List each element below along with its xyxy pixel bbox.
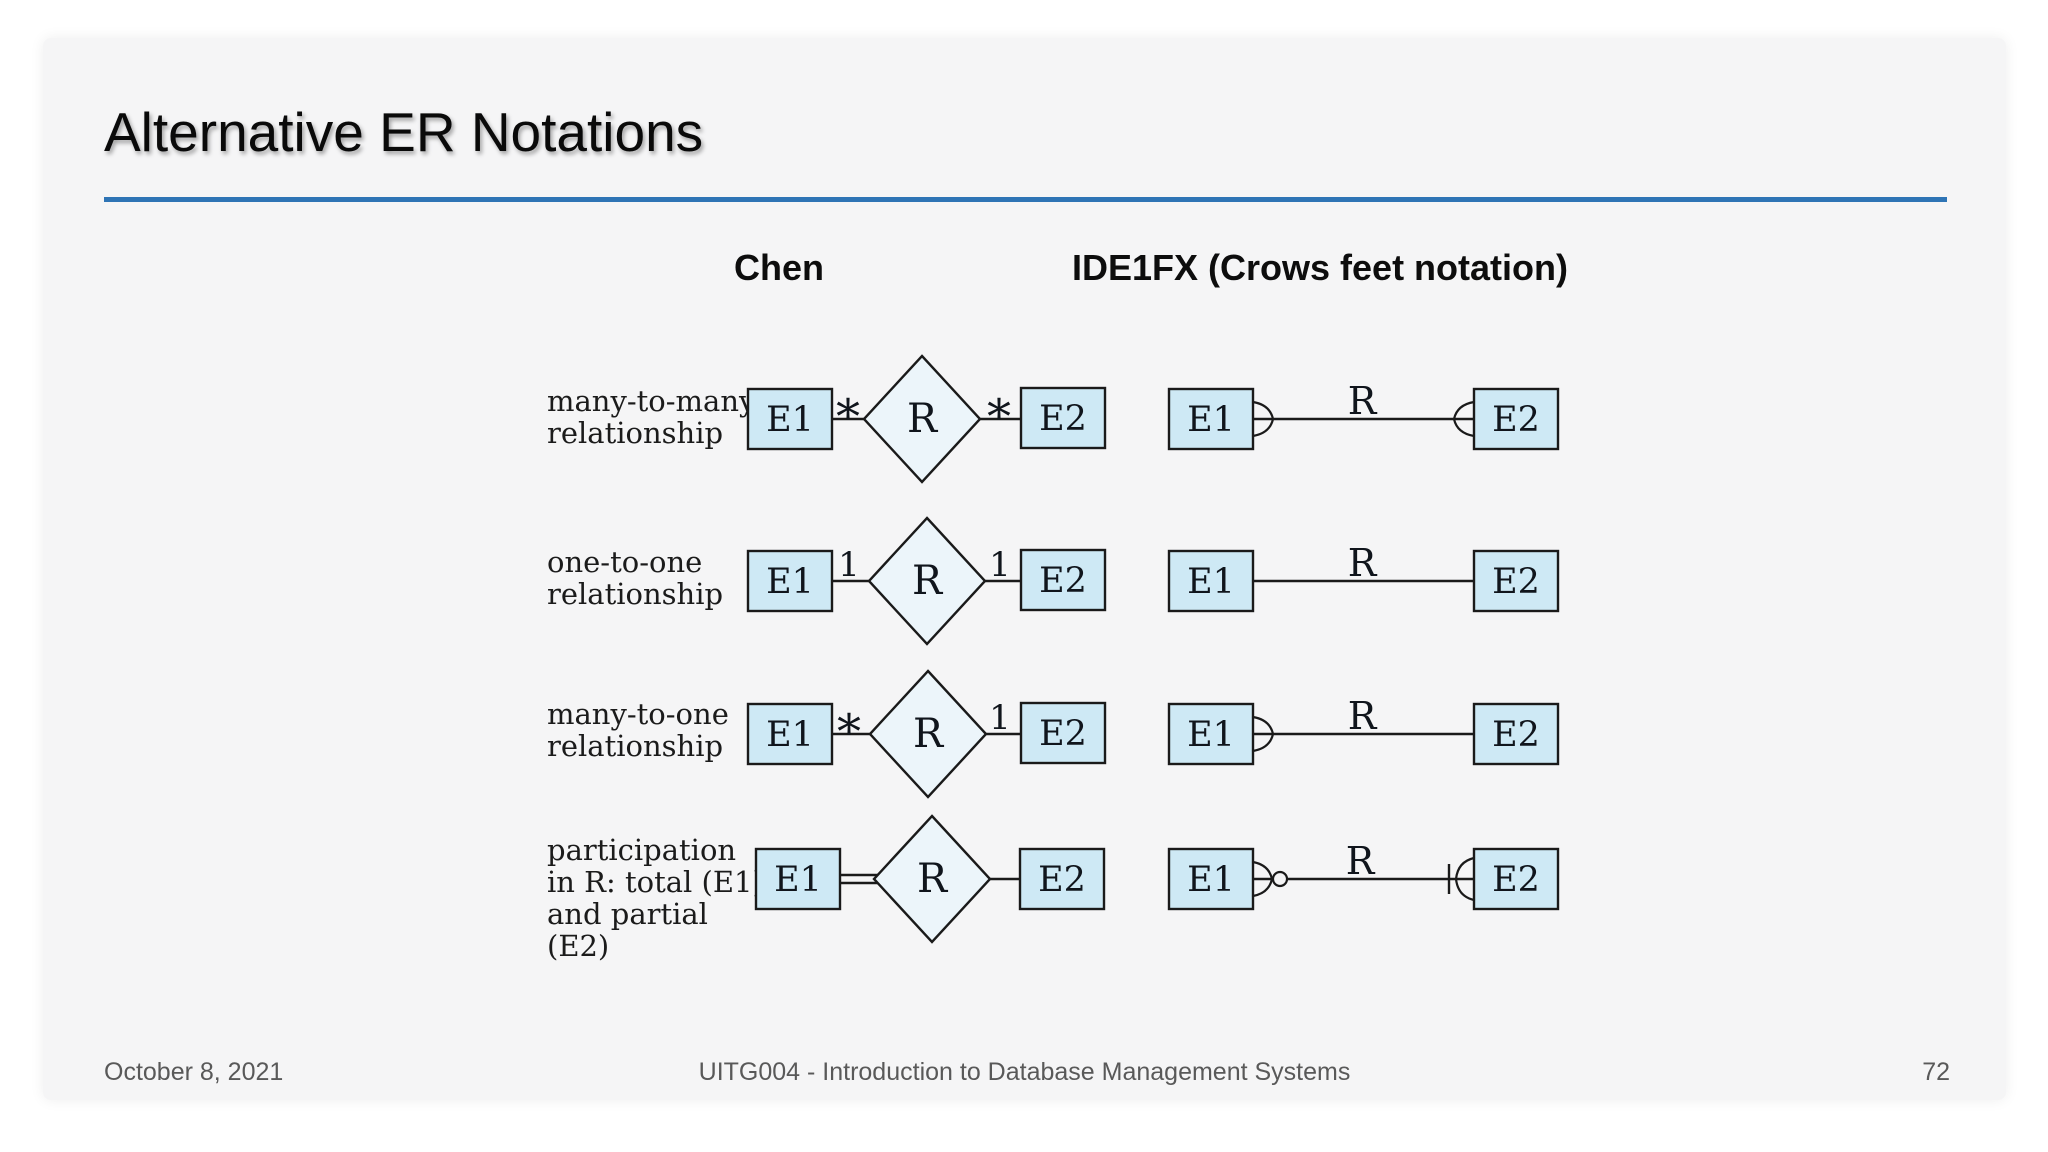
entity-box [1167, 549, 1255, 613]
entity-label: E2 [1039, 561, 1087, 601]
relation-label: R [907, 396, 939, 442]
entity-label: E2 [1492, 715, 1540, 755]
crow-foot-icon [1251, 732, 1275, 753]
crow-foot-icon [1452, 400, 1476, 421]
row-label-many-to-many: many-to-many relationship [547, 384, 756, 450]
relationship-diamond [862, 354, 982, 484]
entity-label: E2 [1038, 860, 1086, 900]
relation-label: R [1348, 694, 1378, 738]
entity-box [1472, 387, 1560, 451]
row-label-many-to-one: many-to-one relationship [547, 697, 729, 763]
entity-label: E1 [1187, 562, 1235, 602]
entity-box [1472, 847, 1560, 911]
entity-label: E1 [766, 562, 814, 602]
entity-label: E1 [766, 400, 814, 440]
crow-foot-icon [1251, 417, 1275, 438]
cardinality-label: 1 [989, 545, 1011, 585]
crow-foot-icon [1251, 860, 1274, 881]
relation-label: R [1348, 541, 1378, 585]
relationship-diamond [868, 669, 988, 799]
entity-label: E1 [774, 860, 822, 900]
entity-label: E1 [1187, 715, 1235, 755]
entity-label: E2 [1492, 562, 1540, 602]
row-many-to-one: E1 R E2 * 1 E1 E2 R [746, 669, 1560, 799]
cardinality-label: * [836, 389, 860, 445]
slide-title: Alternative ER Notations [104, 101, 704, 163]
relationship-diamond [872, 814, 992, 944]
crow-foot-icon [1251, 400, 1275, 421]
row-label-participation: participation in R: total (E1) and parti… [547, 833, 764, 963]
relation-label: R [1348, 379, 1378, 423]
row-one-to-one: E1 R E2 1 1 E1 E2 R [746, 516, 1560, 646]
entity-box [746, 387, 834, 451]
entity-box [1167, 702, 1255, 766]
entity-box [1167, 387, 1255, 451]
crow-foot-icon [1454, 856, 1476, 881]
cardinality-label: 1 [989, 698, 1011, 738]
row-label-one-to-one: one-to-one relationship [547, 545, 724, 611]
entity-label: E2 [1492, 400, 1540, 440]
entity-box [746, 549, 834, 613]
title-accent-rule [104, 197, 1947, 202]
entity-box [1019, 386, 1107, 450]
relation-label: R [913, 711, 945, 757]
cardinality-label: * [837, 704, 861, 760]
entity-label: E1 [1187, 400, 1235, 440]
row-many-to-many: E1 R E2 * * E1 E2 R [746, 354, 1560, 484]
entity-label: E1 [1187, 860, 1235, 900]
entity-box [746, 702, 834, 766]
relation-label: R [912, 558, 944, 604]
column-header-idef1x: IDE1FX (Crows feet notation) [1071, 247, 1569, 288]
entity-label: E2 [1492, 860, 1540, 900]
footer-date: October 8, 2021 [104, 1058, 284, 1086]
entity-box [754, 847, 842, 911]
crow-foot-icon [1452, 417, 1476, 438]
entity-label: E2 [1039, 714, 1087, 754]
entity-label: E1 [766, 715, 814, 755]
row-participation: E1 R E2 E1 E2 R [754, 814, 1560, 944]
crow-foot-icon [1251, 877, 1274, 898]
entity-box [1018, 847, 1106, 911]
entity-box [1167, 847, 1255, 911]
relation-label: R [917, 856, 949, 902]
entity-box [1472, 702, 1560, 766]
column-header-chen: Chen [734, 247, 824, 288]
entity-label: E2 [1039, 399, 1087, 439]
crow-foot-icon [1251, 715, 1275, 736]
relationship-diamond [867, 516, 987, 646]
cardinality-label: * [987, 389, 1011, 445]
crow-foot-icon [1454, 877, 1476, 902]
entity-box [1472, 549, 1560, 613]
footer-page-number: 72 [1922, 1058, 1950, 1086]
optional-circle-icon [1271, 870, 1289, 888]
entity-box [1019, 548, 1107, 612]
cardinality-label: 1 [838, 545, 860, 585]
entity-box [1019, 701, 1107, 765]
footer-course: UITG004 - Introduction to Database Manag… [698, 1058, 1351, 1086]
relation-label: R [1346, 839, 1376, 883]
